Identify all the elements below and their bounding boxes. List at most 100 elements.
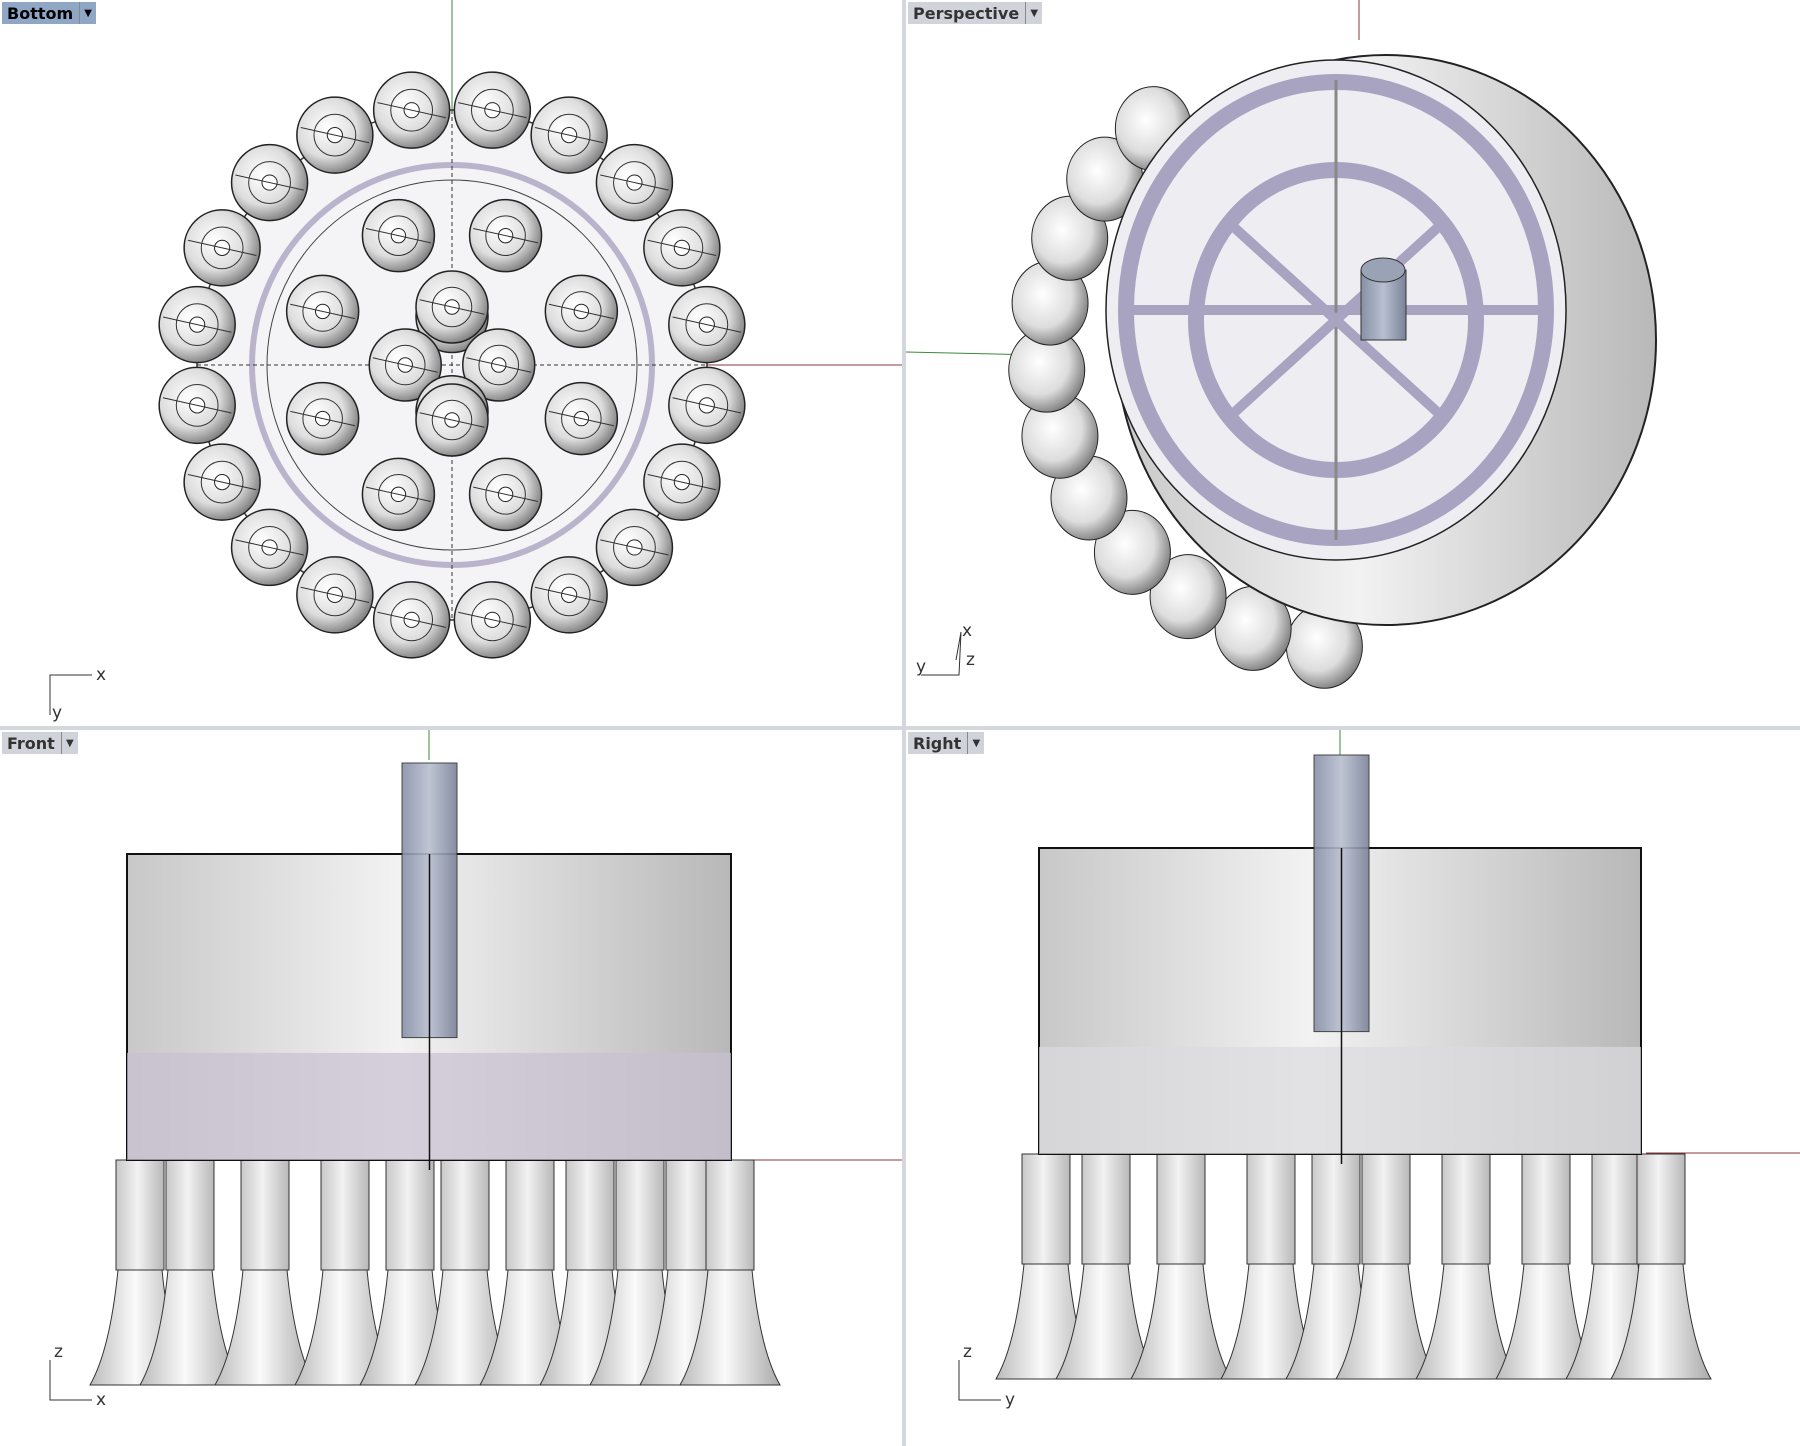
engine-throat [485,215,526,256]
engine-throat [561,398,602,439]
engine-body [385,1159,435,1271]
engine-throat [378,215,419,256]
feed-pipe-top [1360,257,1406,283]
engine-line [466,357,532,373]
engine-throat [313,113,357,157]
engine-body [565,1159,615,1271]
viewport-title-text: Bottom [7,3,74,23]
right-view-canvas[interactable]: z y [906,730,1800,1446]
engine-body [1441,1153,1491,1265]
engine-throat [390,88,434,132]
engine-bell [679,1269,781,1386]
engine-body [1361,1153,1411,1265]
viewport-title-bottom[interactable]: Bottom ▼ [2,2,97,24]
engine-line [162,316,232,333]
engine-throat [478,344,520,386]
engine-throat [248,161,291,204]
dropdown-arrow-icon[interactable]: ▼ [79,2,96,24]
tank-lower-section [1039,1046,1641,1154]
axis-label-z: z [963,1342,972,1362]
axis-gizmo: x y [49,665,106,723]
viewport-splitter-horizontal[interactable] [0,726,1800,730]
axis-gizmo: z x [49,1342,106,1410]
viewport-title-text: Perspective [913,3,1020,23]
engine-body [1081,1153,1131,1265]
axis-label-z: z [54,1342,63,1362]
engine-line [600,174,669,191]
engine-line [473,227,539,244]
engine-throat [431,286,473,328]
engine-throat [685,303,729,347]
engine-throat [685,383,729,427]
axis-label-y: y [52,703,62,723]
viewport-front[interactable]: Front ▼ z x [0,730,902,1446]
engine-throat [470,88,514,132]
engine-body [1156,1153,1206,1265]
engine-bell [1149,554,1227,640]
engine-body [1311,1153,1361,1265]
viewport-splitter-vertical[interactable] [902,0,906,1446]
engine-throat [302,398,343,439]
engine-bell [1130,1263,1232,1380]
viewport-title-front[interactable]: Front ▼ [2,732,78,754]
engine-throat [302,291,343,332]
engine-line [377,102,446,119]
engine-throat [248,526,291,569]
engine-line [162,397,232,414]
engine-line [458,611,527,628]
engine-body [1246,1153,1296,1265]
engine-body [165,1159,215,1271]
engine-line [365,486,431,503]
engine-line [672,316,742,333]
engine-throat [547,113,591,157]
axis-label-x: x [96,665,106,685]
dropdown-arrow-icon[interactable]: ▼ [60,732,78,754]
engine-line [534,127,604,144]
engine-throat [200,460,244,504]
engine-throat [175,303,219,347]
engine-line [600,539,669,556]
engine-line [187,474,257,491]
engine-body [615,1159,665,1271]
spoke [1222,216,1450,424]
engine-line [647,474,717,491]
engine-body [705,1159,755,1271]
engine-throat [431,399,473,441]
viewport-right[interactable]: Right ▼ z y [906,730,1800,1446]
perspective-view-canvas[interactable]: x y z [906,0,1800,726]
engine-bell [1610,1263,1712,1380]
viewport-bottom[interactable]: Bottom ▼ x y [0,0,902,726]
engine-throat [384,344,426,386]
engine-line [377,611,446,628]
engine-throat [175,383,219,427]
engine-body [240,1159,290,1271]
engine-line [290,410,356,427]
front-view-canvas[interactable]: z x [0,730,902,1446]
dropdown-arrow-icon[interactable]: ▼ [1025,2,1042,24]
engine-body [505,1159,555,1271]
engine-bell [214,1269,316,1386]
engine-line [300,127,370,144]
viewport-perspective[interactable]: Perspective ▼ x y z [906,0,1800,726]
engine-throat [660,460,704,504]
bottom-view-canvas[interactable]: x y [0,0,902,726]
axis-gizmo: x y z [916,621,975,677]
engine-line [419,299,485,315]
viewport-title-text: Front [7,733,55,753]
engine-throat [470,598,514,642]
viewport-title-perspective[interactable]: Perspective ▼ [908,2,1043,24]
dropdown-arrow-icon[interactable]: ▼ [967,732,984,754]
engine-line [548,410,614,427]
axis-label-y: y [1005,1390,1015,1410]
engine-throat [378,474,419,515]
viewport-title-right[interactable]: Right ▼ [908,732,985,754]
axis-gizmo: z y [958,1342,1015,1410]
engine-line [473,486,539,503]
engine-line [534,586,604,603]
viewport-title-text: Right [913,733,962,753]
engine-throat [200,226,244,270]
engine-line [548,303,614,320]
engine-throat [547,573,591,617]
engine-throat [390,598,434,642]
engine-bell [1415,1263,1517,1380]
